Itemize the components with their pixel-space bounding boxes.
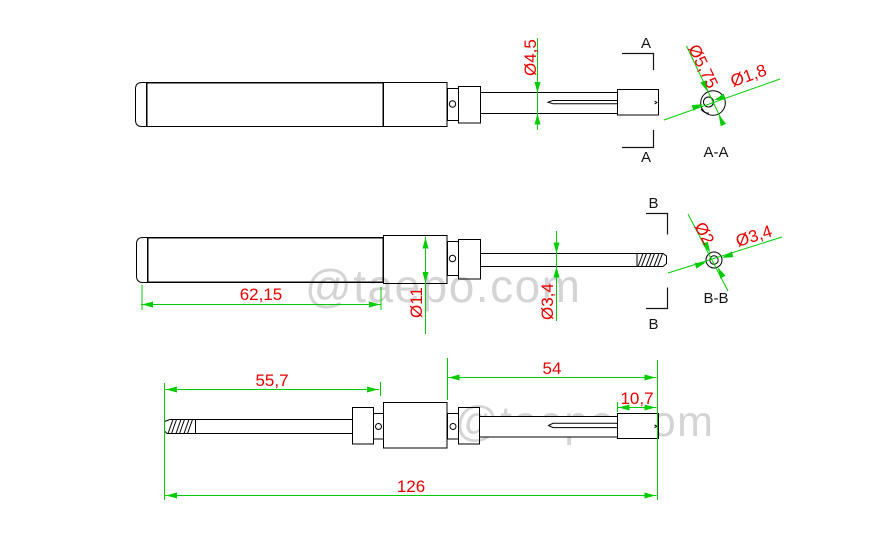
blade-slot [546,100,617,105]
blade-slot [547,422,617,429]
dim-label: 55,7 [255,371,288,390]
dim-shaft-diameter: Ø4,5 [521,38,541,130]
tip-notch [654,100,658,105]
section-marker-a: A [641,35,651,52]
dim-handle-length: 62,15 [141,285,382,310]
knurl-grip [383,82,448,127]
middle-view: 62,15 Ø11 Ø3,4 B B [136,195,669,334]
section-title-bb: B-B [703,290,728,307]
threaded-collar [352,407,374,445]
watermark-middle: @taepo.com [305,260,582,312]
section-marker-a: A [641,149,651,166]
spiral-tip [164,419,196,434]
bottom-view: 55,7 54 10,7 126 [164,358,659,500]
section-title-aa: A-A [703,144,728,161]
collar-hole [449,423,457,430]
section-cut-b-bottom: B [646,287,669,333]
dim-label: 126 [397,477,425,496]
section-marker-b: B [648,195,658,212]
dim-working-section-length: 54 [447,358,657,400]
collar [373,413,384,440]
thin-shaft [195,419,353,434]
dim-total-length: 126 [165,477,657,499]
dim-label: 10,7 [620,389,653,408]
collar [447,413,459,440]
shaft [480,253,638,267]
section-cut-a-top: A [622,35,655,70]
top-view: Ø4,5 A A [135,35,659,166]
section-marker-b: B [648,316,658,333]
handle-outline [136,237,384,283]
blade-tip [617,413,659,439]
dim-label: Ø2 [690,219,717,248]
collar-hole [448,100,457,108]
dim-outer-diameter: Ø3,4 [667,222,783,274]
outer-circle [700,90,726,116]
section-view-bb: Ø2 Ø3,4 B-B [667,213,783,307]
handle-outline [135,82,384,127]
collar-hole [375,423,382,430]
dim-label: Ø1,8 [728,61,769,91]
dim-tip-length: 10,7 [617,389,657,412]
section-view-aa: Ø5,75 Ø1,8 A-A [663,41,781,161]
knurl-grip [383,402,448,449]
dim-front-section-length: 55,7 [165,371,381,396]
threaded-collar [458,86,481,124]
dim-label: 62,15 [240,285,283,304]
blade-tip [617,89,659,116]
dim-label: Ø4,5 [521,39,540,76]
dim-inner-diameter: Ø2 [687,213,729,292]
handle-texture [146,82,384,127]
dim-label: Ø11 [407,287,426,318]
dim-grip-diameter: Ø11 [407,236,429,334]
shaft [479,416,618,438]
section-cut-b-top: B [646,195,669,235]
dim-label: Ø3,4 [538,283,557,320]
outer-circle [705,251,723,269]
section-cut-a-bottom: A [622,130,655,166]
section-detail-arc [700,108,710,114]
collar-hole [448,254,457,263]
dim-shaft-diameter: Ø3,4 [538,231,560,321]
dim-label: Ø3,4 [733,222,774,251]
spiral-tip [637,253,667,267]
dim-label: 54 [543,359,562,378]
dim-label: Ø5,75 [684,41,721,91]
